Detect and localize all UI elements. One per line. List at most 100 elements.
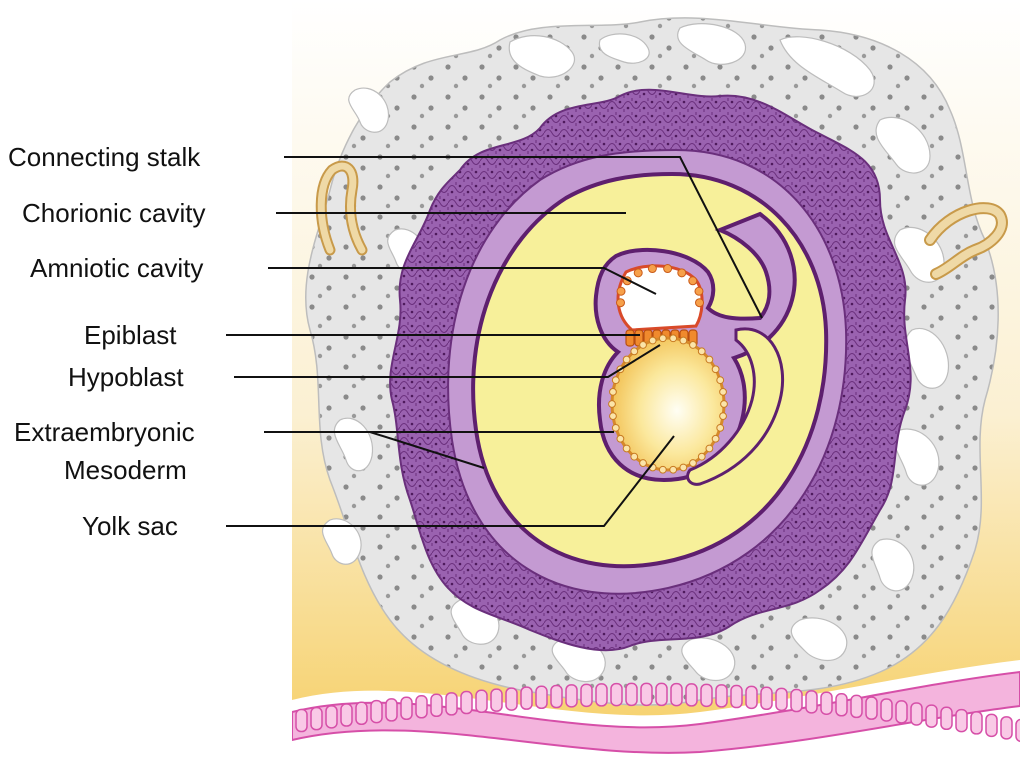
epithelial-cell [1001,717,1012,739]
hypoblast-cell [680,464,687,471]
amnion-cell [664,265,672,273]
epithelial-cell [731,686,742,708]
hypoblast-cell [640,342,647,349]
hypoblast-cell [610,388,617,395]
hypoblast-cell [712,435,719,442]
hypoblast-cell [623,356,630,363]
hypoblast-cell [609,401,616,408]
hypoblast-cell [690,460,697,467]
epithelial-cell [521,687,532,709]
amnion-cell [616,299,624,307]
label-yolk-sac: Yolk sac [82,511,178,541]
epithelial-cell [296,710,307,732]
amnion-cell [678,269,686,277]
epithelial-cell [701,684,712,706]
epithelial-cell [491,689,502,711]
epithelial-cell [911,703,922,725]
epithelial-cell [551,686,562,708]
hypoblast-cell [706,356,713,363]
epithelial-cell [971,712,982,734]
epithelial-cell [851,695,862,717]
epithelial-cell [311,708,322,730]
amnion-cell [695,287,703,295]
amniotic-cavity-fill [618,266,702,330]
hypoblast-cell [706,445,713,452]
epithelial-cell [896,701,907,723]
hypoblast-cell [670,466,677,473]
epithelial-cell [1016,719,1020,741]
epithelial-cell [416,696,427,718]
epithelial-cell [656,683,667,705]
epiblast-cell [626,330,634,346]
amnion-cell [634,269,642,277]
hypoblast-cell [698,348,705,355]
label-epiblast: Epiblast [84,320,177,350]
epithelial-cell [956,710,967,732]
hypoblast-cell [680,337,687,344]
epithelial-cell [641,683,652,705]
hypoblast-cell [610,413,617,420]
hypoblast-cell [659,335,666,342]
hypoblast-cell [717,377,724,384]
epithelial-cell [446,693,457,715]
hypoblast-cell [612,424,619,431]
epithelial-cell [326,706,337,728]
hypoblast-cell [717,424,724,431]
epithelial-cell [506,688,517,710]
hypoblast-cell [640,460,647,467]
hypoblast-cell [690,342,697,349]
amnion-cell [689,277,697,285]
epithelial-cell [881,699,892,721]
label-extraembryonic: Extraembryonic [14,417,195,447]
epithelial-cell [431,694,442,716]
label-chorionic-cavity: Chorionic cavity [22,198,206,228]
epithelial-cell [536,686,547,708]
hypoblast-cell [631,453,638,460]
hypoblast-cell [659,466,666,473]
hypoblast-cell [623,445,630,452]
epithelial-cell [356,702,367,724]
epithelial-cell [836,694,847,716]
epithelial-cell [986,714,997,736]
epithelial-cell [791,690,802,712]
epithelial-cell [806,691,817,713]
hypoblast-cell [612,377,619,384]
epithelial-cell [776,688,787,710]
amnion-cell [617,287,625,295]
epithelial-cell [386,699,397,721]
hypoblast-cell [698,453,705,460]
epithelial-cell [401,697,412,719]
hypoblast-cell [720,413,727,420]
epithelial-cell [626,683,637,705]
hypoblast-cell [617,435,624,442]
epithelial-cell [686,684,697,706]
epithelial-cell [476,690,487,712]
epithelial-cell [566,685,577,707]
hypoblast-cell [720,388,727,395]
epithelial-cell [821,692,832,714]
epithelial-cell [671,684,682,706]
epithelial-cell [461,692,472,714]
epithelial-cell [581,684,592,706]
epithelial-cell [746,686,757,708]
label-hypoblast: Hypoblast [68,362,184,392]
epithelial-cell [716,685,727,707]
epithelial-cell [611,684,622,706]
epithelial-cell [926,705,937,727]
amnion-cell [648,265,656,273]
epithelial-cell [371,701,382,723]
epithelial-cell [341,704,352,726]
epithelial-cell [761,687,772,709]
label-amniotic-cavity: Amniotic cavity [30,253,203,283]
label-mesoderm: Mesoderm [64,455,187,485]
hypoblast-cell [721,401,728,408]
epithelial-cell [596,684,607,706]
epithelial-cell [941,707,952,729]
hypoblast-cell [649,337,656,344]
epithelial-cell [866,697,877,719]
hypoblast-cell [670,335,677,342]
hypoblast-cell [712,366,719,373]
amnion-cell [696,299,704,307]
label-connecting-stalk: Connecting stalk [8,142,200,172]
